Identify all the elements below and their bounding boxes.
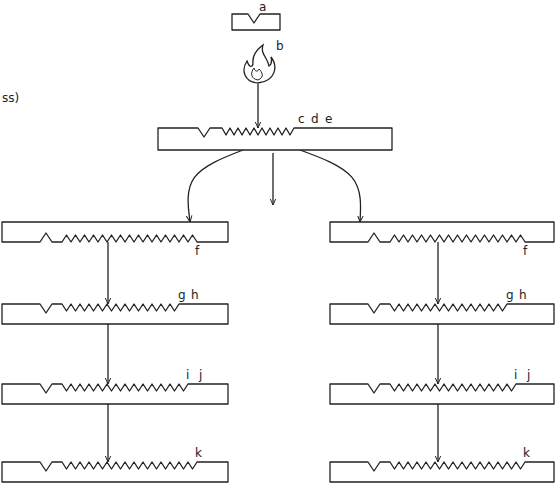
- strand-bar: k: [2, 462, 228, 482]
- part-letter: k: [523, 447, 530, 459]
- part-letter: h: [519, 289, 527, 301]
- strand-outline: [330, 222, 554, 242]
- part-letter: k: [195, 447, 202, 459]
- cut-label: ss): [2, 92, 19, 104]
- strand-shape: [2, 222, 228, 242]
- strand-shape: [2, 304, 228, 324]
- strand-bar: ij: [330, 384, 554, 404]
- strand-shape: [330, 222, 554, 242]
- flame-symbol: b: [238, 44, 278, 84]
- strand-outline: [2, 384, 228, 404]
- part-letter: g: [178, 289, 186, 301]
- arrow-connector: [300, 150, 361, 222]
- part-letter: d: [311, 113, 319, 125]
- strand-shape: [2, 384, 228, 404]
- part-letter: i: [514, 369, 517, 381]
- middle-arrow: [273, 153, 274, 205]
- strand-shape: [330, 304, 554, 324]
- flame-inner: [252, 68, 263, 80]
- part-letter: h: [191, 289, 199, 301]
- strand-outline: [2, 222, 228, 242]
- strand-bar: ij: [2, 384, 228, 404]
- strand-bar: k: [330, 462, 554, 482]
- arrow-connector: [107, 324, 108, 384]
- fragment-box: a: [232, 14, 280, 30]
- strand-outline: [2, 304, 228, 324]
- part-letter: j: [199, 369, 202, 381]
- strand-outline: [232, 14, 280, 30]
- strand-outline: [330, 304, 554, 324]
- arrow-connector: [107, 242, 108, 304]
- strand-outline: [2, 462, 228, 482]
- arrow-connector: [257, 84, 258, 128]
- strand-bar: f: [2, 222, 228, 242]
- strand-shape: [232, 14, 280, 30]
- arrow-connector: [437, 242, 438, 304]
- arrow-connector: [437, 404, 438, 462]
- strand-shape: [330, 462, 554, 482]
- strand-bar: cde: [158, 128, 392, 150]
- part-letter: i: [186, 369, 189, 381]
- part-letter: c: [298, 113, 305, 125]
- part-letter: j: [527, 369, 530, 381]
- part-letter: a: [259, 1, 266, 13]
- arrow-connector: [188, 150, 243, 222]
- arrow-connector: [107, 404, 108, 462]
- strand-bar: gh: [330, 304, 554, 324]
- flame-outline: [244, 45, 275, 83]
- strand-bar: f: [330, 222, 554, 242]
- strand-shape: [330, 384, 554, 404]
- part-letter: b: [276, 40, 284, 52]
- part-letter: e: [325, 113, 332, 125]
- strand-bar: gh: [2, 304, 228, 324]
- part-letter: g: [506, 289, 514, 301]
- flame-drawing: [238, 44, 278, 84]
- strand-outline: [330, 384, 554, 404]
- arrow-connector: [437, 324, 438, 384]
- part-letter: f: [195, 245, 199, 257]
- part-letter: f: [523, 245, 527, 257]
- strand-shape: [2, 462, 228, 482]
- strand-outline: [158, 128, 392, 150]
- strand-shape: [158, 128, 392, 150]
- down-arrow: [272, 153, 273, 205]
- strand-outline: [330, 462, 554, 482]
